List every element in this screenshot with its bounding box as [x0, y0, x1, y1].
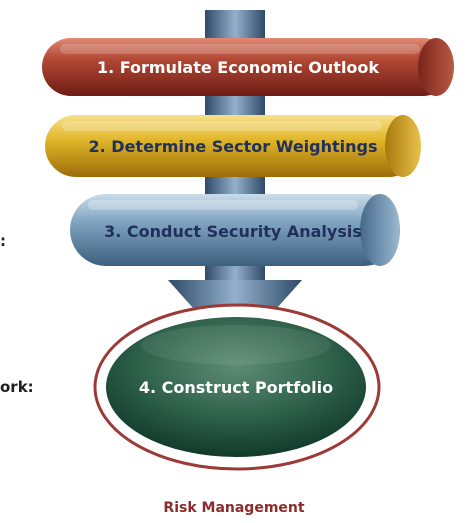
step-3-label: 3. Conduct Security Analysis	[104, 222, 362, 241]
arrow-shaft-top	[205, 10, 265, 40]
risk-management-label: Risk Management	[163, 500, 304, 516]
left-cropped-label-2: ork:	[0, 378, 34, 396]
step-1-label: 1. Formulate Economic Outlook	[97, 58, 379, 77]
step-3-cylinder	[70, 194, 400, 266]
step-2-cylinder	[45, 115, 421, 177]
portfolio-label: 4. Construct Portfolio	[139, 378, 333, 397]
step-2-label: 2. Determine Sector Weightings	[89, 137, 378, 156]
left-cropped-label-1: :	[0, 232, 6, 250]
portfolio-highlight	[141, 325, 331, 365]
step-1-cylinder	[42, 38, 454, 96]
portfolio-ellipse	[106, 317, 366, 457]
